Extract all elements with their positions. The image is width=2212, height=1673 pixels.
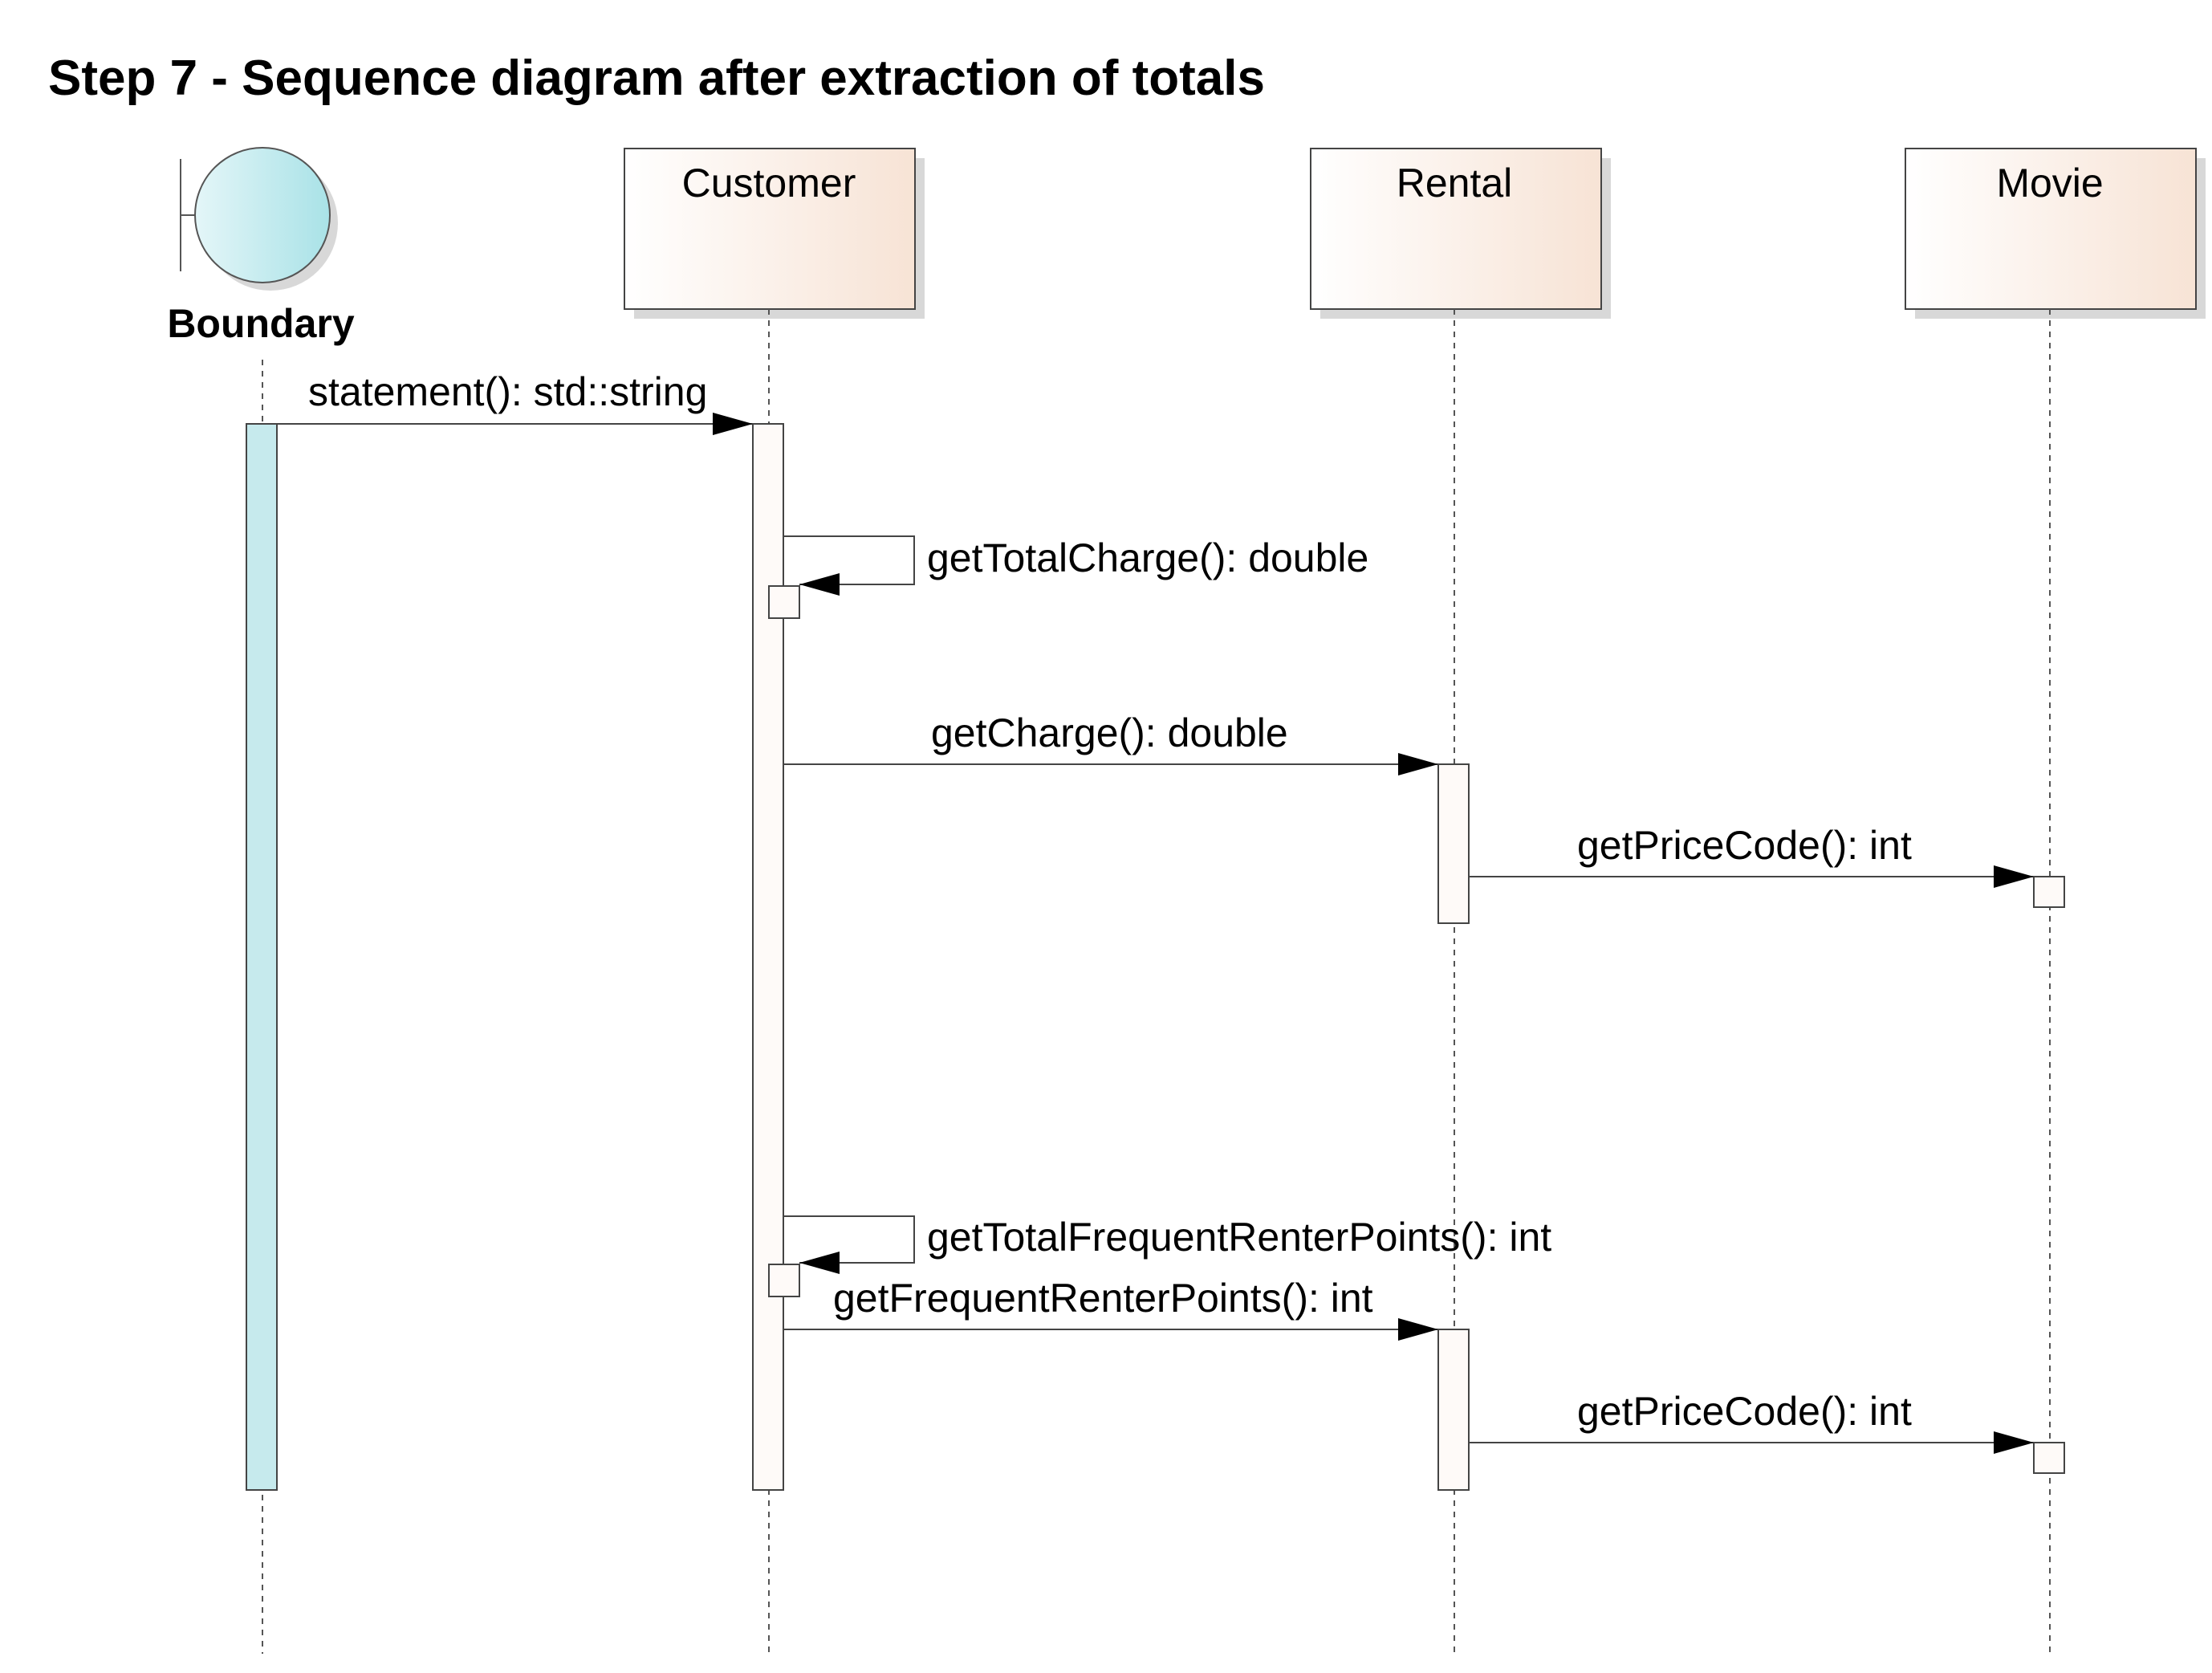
rental-label: Rental [1397,161,1513,206]
message-get-price-code-1: getPriceCode(): int [1469,823,2034,888]
boundary-actor: Boundary [167,147,355,346]
arrow-head [1398,753,1438,775]
rental-box [1310,148,1602,310]
message-get-total-frequent-renter-points: getTotalFrequentRenterPoints(): int [783,1215,1551,1274]
message-get-frequent-renter-points: getFrequentRenterPoints(): int [783,1276,1438,1341]
boundary-label: Boundary [167,301,355,346]
message-label: getTotalCharge(): double [927,535,1368,580]
activation-movie-pricecode-2 [2033,1442,2065,1474]
movie-box [1905,148,2197,310]
message-get-charge: getCharge(): double [783,710,1438,775]
message-label: getCharge(): double [931,710,1288,755]
message-label: getPriceCode(): int [1577,1389,1912,1434]
customer-box [624,148,916,310]
message-label: getPriceCode(): int [1577,823,1912,868]
activation-movie-pricecode-1 [2033,876,2065,908]
diagram-title: Step 7 - Sequence diagram after extracti… [48,51,1265,106]
message-get-total-charge: getTotalCharge(): double [783,535,1368,596]
arrow-head [1994,865,2034,888]
message-label: getTotalFrequentRenterPoints(): int [927,1215,1551,1260]
movie-label: Movie [1996,161,2103,206]
activation-rental-points [1437,1329,1470,1491]
arrow-head [1994,1431,2034,1454]
activation-rental-charge [1437,763,1470,924]
object-customer: Customer [624,148,925,319]
arrow-head [1398,1318,1438,1341]
customer-label: Customer [682,161,856,206]
arrow-head [799,1252,840,1274]
message-label: statement(): std::string [308,369,707,414]
activation-customer [752,423,784,1491]
message-line [783,535,915,585]
object-rental: Rental [1310,148,1611,319]
activation-customer-total-points [768,1264,800,1297]
message-line [783,1215,915,1264]
boundary-icon [194,147,331,283]
arrow-head [799,573,840,596]
message-get-price-code-2: getPriceCode(): int [1469,1389,2034,1454]
arrow-head [713,413,753,435]
activation-boundary [246,423,278,1491]
message-statement: statement(): std::string [277,369,753,435]
object-movie: Movie [1905,148,2206,319]
message-label: getFrequentRenterPoints(): int [833,1276,1373,1321]
activation-customer-total-charge [768,585,800,619]
